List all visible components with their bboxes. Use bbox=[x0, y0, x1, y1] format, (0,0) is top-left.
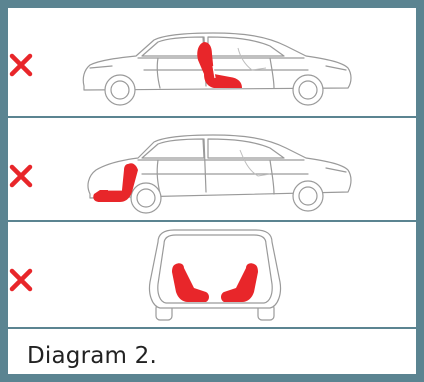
diagram-caption: Diagram 2. bbox=[27, 343, 157, 369]
car-side-view-1 bbox=[8, 8, 416, 118]
cross-icon bbox=[8, 163, 34, 189]
diagram-row-2 bbox=[8, 118, 416, 222]
diagram-row-3 bbox=[8, 222, 416, 329]
diagram-row-1 bbox=[8, 8, 416, 118]
cross-icon bbox=[8, 52, 34, 78]
car-side-view-2 bbox=[8, 118, 416, 222]
cross-icon bbox=[8, 267, 34, 293]
car-rear-view bbox=[8, 222, 416, 329]
